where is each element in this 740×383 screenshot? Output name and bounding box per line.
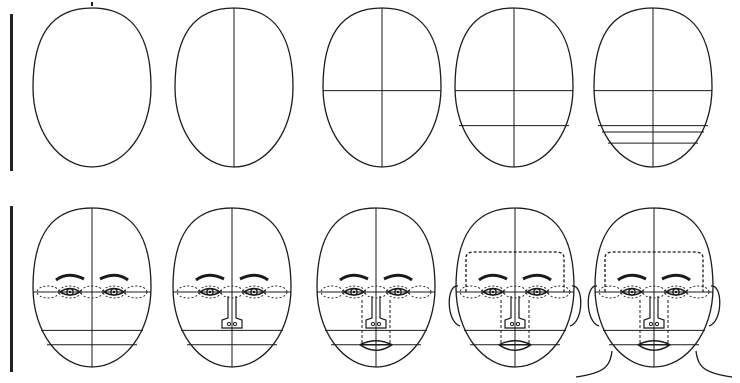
pupil <box>253 291 255 293</box>
face-step-5 <box>594 8 712 167</box>
left-brow <box>56 275 84 280</box>
right-brow <box>384 275 412 280</box>
head-outline <box>33 8 151 167</box>
left-brow <box>340 275 368 280</box>
pupil <box>675 291 677 293</box>
neck-right <box>696 351 732 377</box>
face-step-6 <box>33 208 151 367</box>
right-brow <box>240 275 268 280</box>
face-step-2 <box>175 8 293 167</box>
nostril <box>377 322 380 325</box>
pupil <box>113 291 115 293</box>
right-brow <box>662 275 690 280</box>
right-brow <box>100 275 128 280</box>
pupil <box>536 291 538 293</box>
nostril <box>227 322 230 325</box>
pupil <box>631 291 633 293</box>
left-brow <box>479 275 507 280</box>
nostril <box>516 322 519 325</box>
face-step-3 <box>323 8 441 167</box>
nostril <box>233 322 236 325</box>
right-brow <box>523 275 551 280</box>
nostril <box>510 322 513 325</box>
face-step-9 <box>449 208 581 367</box>
neck-left <box>576 351 612 377</box>
pupil <box>69 291 71 293</box>
face-step-7 <box>173 208 291 367</box>
left-brow <box>618 275 646 280</box>
nostril <box>649 322 652 325</box>
face-step-8 <box>317 208 435 367</box>
nostril <box>655 322 658 325</box>
face-step-1 <box>33 2 151 167</box>
dot-mark <box>91 2 93 6</box>
pupil <box>397 291 399 293</box>
face-step-4 <box>455 8 573 167</box>
pupil <box>492 291 494 293</box>
face-step-10 <box>576 208 732 377</box>
left-brow <box>196 275 224 280</box>
pupil <box>353 291 355 293</box>
pupil <box>209 291 211 293</box>
nostril <box>371 322 374 325</box>
